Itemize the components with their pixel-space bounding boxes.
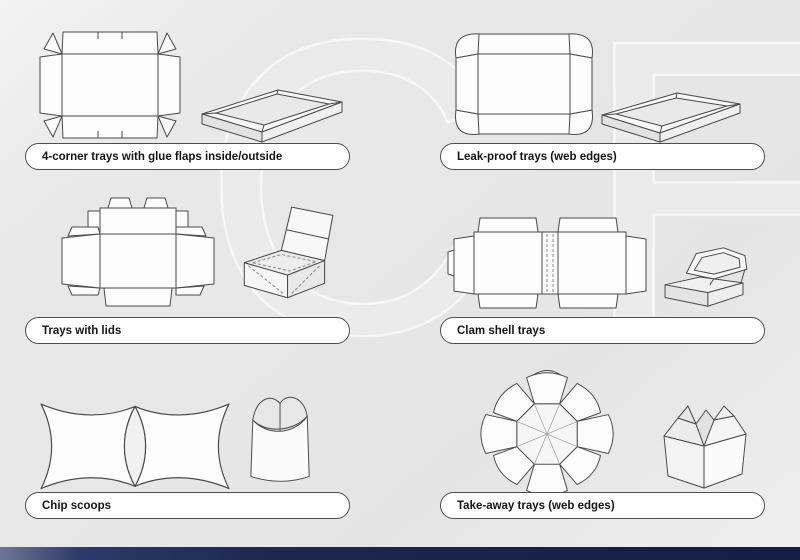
assembled-box: [663, 405, 747, 489]
assembled-tray: [243, 206, 334, 299]
four-corner-tray-assembled-drawing: [201, 89, 343, 143]
chip-scoop-assembled-drawing: [250, 396, 310, 482]
assembled-scoop: [250, 396, 310, 482]
tray-with-lid-assembled-drawing: [243, 206, 334, 299]
label-text: Clam shell trays: [457, 324, 546, 337]
label-text: Chip scoops: [42, 499, 112, 512]
chip-scoop-flat-blank-drawing: [40, 403, 230, 490]
label-chip-scoops: Chip scoops: [25, 492, 350, 519]
flat-blank: [447, 217, 647, 309]
assembled-tray: [201, 89, 343, 143]
label-four-corner-trays: 4-corner trays with glue flaps inside/ou…: [25, 143, 350, 170]
assembled-tray: [601, 92, 741, 143]
clam-shell-flat-blank-drawing: [447, 217, 647, 309]
watermark-letter-f: F: [580, 0, 800, 422]
flat-blank: [40, 403, 230, 490]
label-text: Trays with lids: [42, 324, 122, 337]
clam-shell-assembled-drawing: [664, 247, 748, 307]
flat-blank: [480, 369, 614, 500]
tray-with-lid-flat-blank-drawing: [61, 197, 215, 307]
leak-proof-tray-flat-blank-drawing: [455, 33, 593, 135]
take-away-tray-assembled-drawing: [663, 405, 747, 489]
label-text: Leak-proof trays (web edges): [457, 150, 617, 163]
flat-blank: [61, 197, 215, 307]
flat-blank: [455, 33, 593, 135]
label-clam-shell-trays: Clam shell trays: [440, 317, 765, 344]
four-corner-tray-flat-blank-drawing: [39, 31, 181, 139]
label-take-away-trays: Take-away trays (web edges): [440, 492, 765, 519]
label-text: 4-corner trays with glue flaps inside/ou…: [42, 150, 283, 163]
label-trays-with-lids: Trays with lids: [25, 317, 350, 344]
leak-proof-tray-assembled-drawing: [601, 92, 741, 143]
assembled-tray: [664, 247, 748, 307]
watermark-letter-c: C: [200, 0, 503, 422]
footer-bar: [0, 547, 800, 560]
label-leak-proof-trays: Leak-proof trays (web edges): [440, 143, 765, 170]
label-text: Take-away trays (web edges): [457, 499, 615, 512]
flat-blank: [39, 31, 181, 139]
take-away-tray-flat-blank-drawing: [480, 369, 614, 500]
